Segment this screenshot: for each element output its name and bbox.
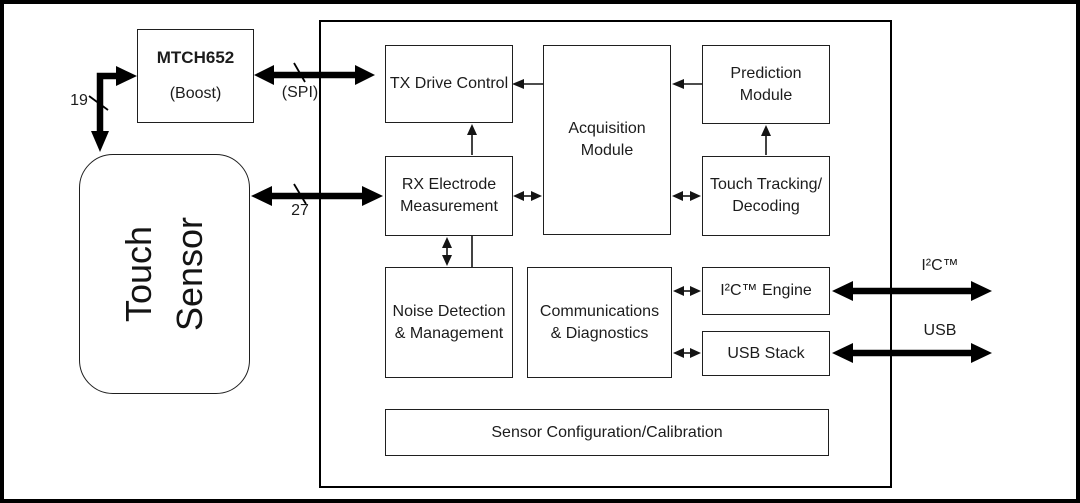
sensor-configuration-calibration-block: Sensor Configuration/Calibration [385,409,829,456]
rx-noise-bidir-arrow [442,237,452,266]
prediction-to-acquisition-arrow [672,79,702,89]
connector-layer [88,62,992,363]
rx-bus-arrow-27 [251,183,383,206]
i2c-external-label: I²C™ [921,257,959,274]
mtch652-title: MTCH652 [156,48,235,68]
noise-detection-management-block: Noise Detection & Management [385,267,513,378]
comms-i2c-bidir-arrow [673,286,701,296]
comms-usb-bidir-arrow [673,348,701,358]
touch-sensor-block [79,154,250,394]
rx-acquisition-bidir-arrow [513,191,542,201]
tracking-to-prediction-arrow [761,125,771,155]
communications-diagnostics-block: Communications & Diagnostics [527,267,672,378]
i2c-bus-arrow [832,281,992,301]
tx-drive-control-block: TX Drive Control [385,45,513,123]
usb-external-label: USB [923,322,957,339]
rx-line-count-label: 27 [291,202,309,219]
rx-electrode-measurement-block: RX Electrode Measurement [385,156,513,236]
spi-bus-arrow [254,62,375,85]
tx-line-count-label: 19 [70,92,88,109]
tx-bus-arrow-19 [88,66,137,152]
acquisition-tracking-bidir-arrow [672,191,701,201]
i2c-engine-block: I²C™ Engine [702,267,830,315]
prediction-module-block: Prediction Module [702,45,830,124]
acquisition-to-tx-arrow [512,79,543,89]
mtch652-subtitle: (Boost) [169,85,222,103]
mtch652-block: MTCH652 (Boost) [137,29,254,123]
spi-bus-label: (SPI) [281,84,319,101]
touch-tracking-decoding-block: Touch Tracking/ Decoding [702,156,830,236]
rx-to-tx-arrow [467,124,477,155]
touch-sensor-label: Touch Sensor [117,216,210,332]
usb-stack-block: USB Stack [702,331,830,376]
usb-bus-arrow [832,343,992,363]
acquisition-module-block: Acquisition Module [543,45,671,235]
